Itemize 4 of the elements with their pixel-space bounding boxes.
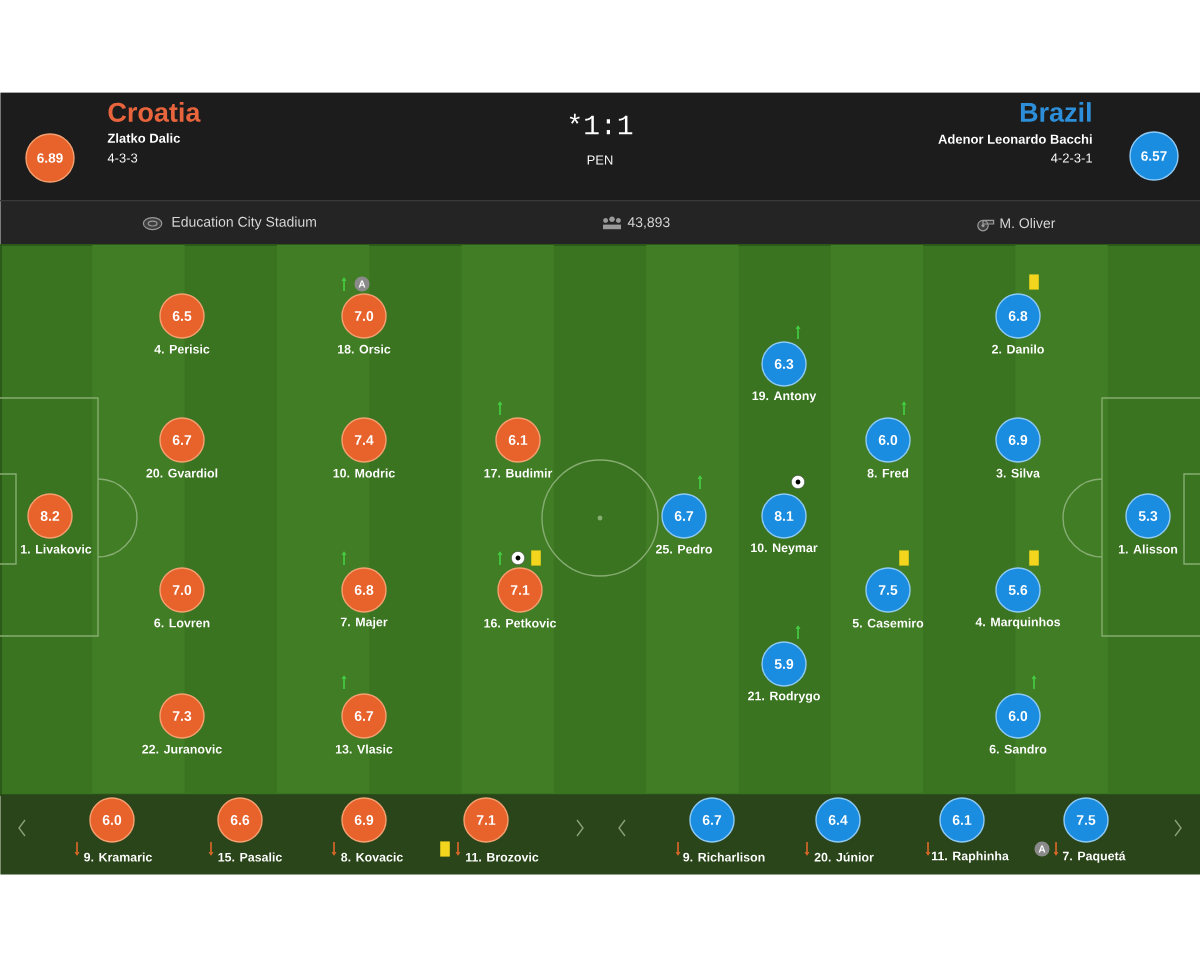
score: *1:1 (569, 113, 633, 135)
team-name: Brazil (1020, 102, 1091, 122)
team-name: Croatia (108, 102, 201, 122)
pitch (0, 244, 1200, 796)
